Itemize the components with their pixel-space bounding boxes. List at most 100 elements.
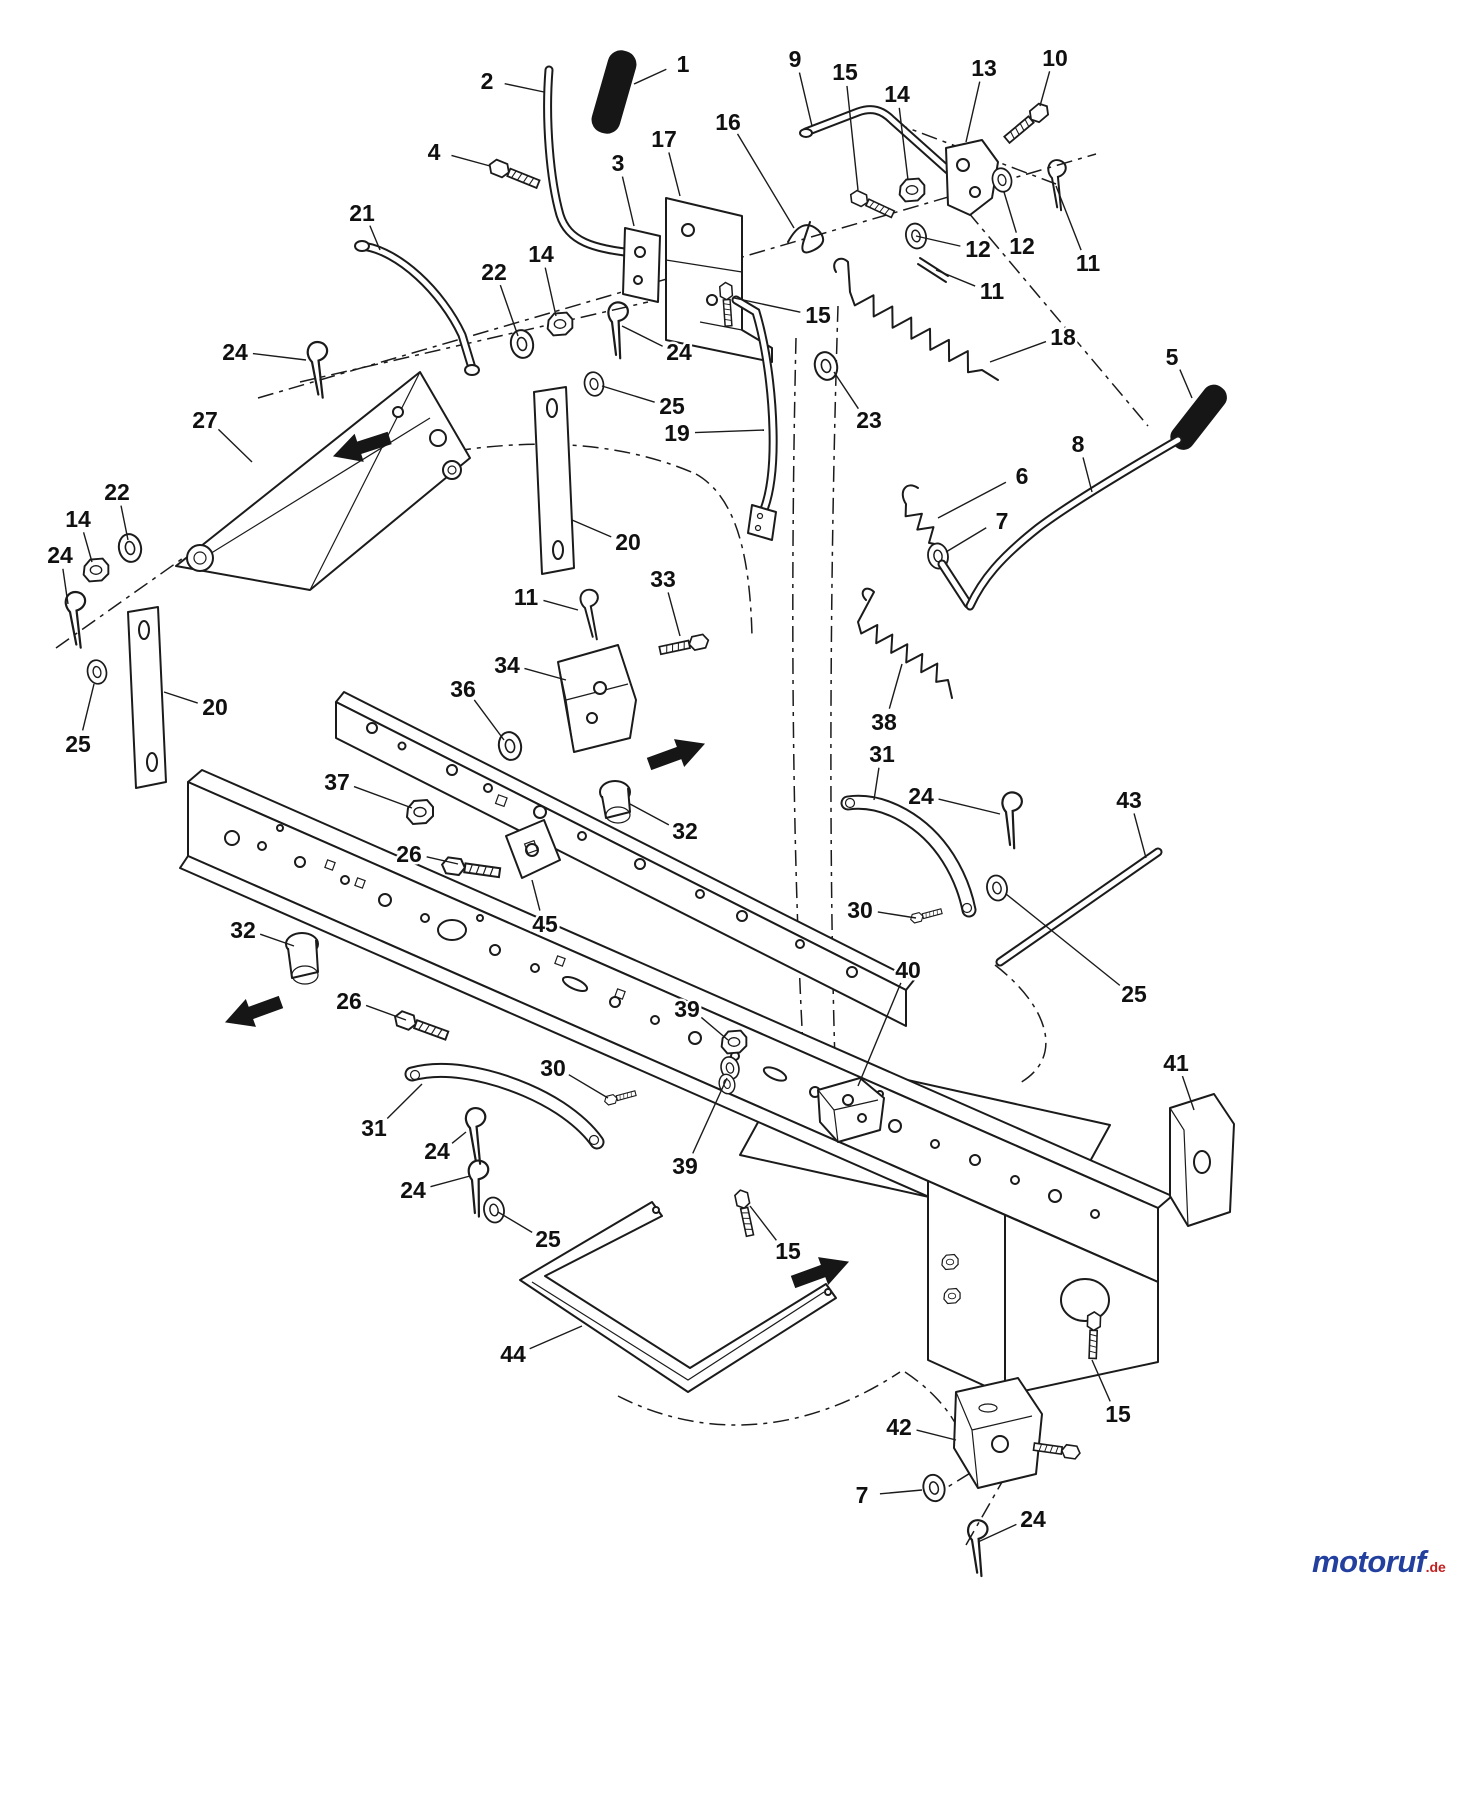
hanger-strap-20b: [127, 606, 167, 789]
direction-arrows: [225, 431, 849, 1289]
callout-leader: [386, 1083, 423, 1120]
part-callout: 24: [424, 1138, 450, 1164]
part-callout: 24: [666, 339, 692, 365]
part-callout: 44: [500, 1341, 526, 1367]
callout-leader: [544, 267, 557, 317]
part-callout: 9: [789, 46, 802, 72]
part-callout: 24: [222, 339, 248, 365]
callout-leader: [668, 152, 681, 197]
part-callout: 26: [336, 988, 362, 1014]
callout-leader: [163, 691, 198, 704]
part-callout: 24: [47, 542, 73, 568]
bolt-26-lower: [391, 1008, 451, 1044]
callout-leader: [692, 1077, 728, 1154]
part-callout: 27: [192, 407, 218, 433]
callout-leader: [629, 803, 670, 826]
part-callout: 11: [514, 584, 539, 610]
callout-leader: [217, 428, 253, 463]
callout-leader: [1091, 1359, 1111, 1402]
callout-leader: [473, 699, 505, 741]
part-callout: 24: [400, 1177, 426, 1203]
callout-leader: [451, 1131, 467, 1144]
callout-leader: [1055, 185, 1082, 251]
callout-leader: [524, 667, 567, 681]
callout-leader: [82, 532, 93, 563]
part-callout: 2: [481, 68, 494, 94]
callout-leader: [426, 856, 459, 865]
part-callout: 23: [856, 407, 882, 433]
washer-25: [581, 369, 607, 399]
bushing-32-upper: [599, 780, 631, 824]
bushing-32-lower: [285, 932, 319, 985]
bolt-15-centre: [733, 1188, 758, 1238]
part-callout: 36: [450, 676, 476, 702]
callout-leader: [916, 1429, 957, 1441]
part-callout: 31: [361, 1115, 387, 1141]
pin-11b: [917, 257, 949, 283]
nut-37: [406, 799, 434, 825]
lift-handle: [543, 50, 656, 260]
bolt-26-upper: [439, 855, 502, 882]
bolt-15-bracket42: [1032, 1439, 1082, 1461]
part-callout: 24: [908, 783, 934, 809]
part-callout: 21: [349, 200, 375, 226]
callout-leader: [601, 385, 655, 403]
part-callout: 25: [1121, 981, 1147, 1007]
hanger-strap-20a: [533, 386, 575, 575]
callout-leader: [543, 599, 579, 611]
part-callout: 4: [428, 139, 441, 165]
part-callout: 25: [65, 731, 91, 757]
callout-leader: [62, 568, 69, 605]
callout-leader: [846, 85, 859, 191]
nut-14: [546, 311, 574, 337]
callout-leader: [369, 225, 381, 251]
part-callout: 31: [869, 741, 895, 767]
part-callout: 25: [659, 393, 685, 419]
callout-leader: [833, 371, 859, 410]
part-callout: 30: [540, 1055, 566, 1081]
watermark: motoruf.de: [1312, 1544, 1446, 1580]
part-callout: 20: [615, 529, 641, 555]
part-callout: 30: [847, 897, 873, 923]
bolt-15-top: [847, 188, 897, 221]
plate-45: [505, 819, 561, 879]
part-callout: 25: [535, 1226, 561, 1252]
part-callout: 8: [1072, 431, 1085, 457]
rod-19: [731, 295, 778, 541]
washer-22-left: [115, 531, 145, 565]
cotter-pin-11c: [572, 587, 607, 641]
bracket-42: [953, 1377, 1043, 1489]
spring-rod: [937, 559, 973, 609]
part-callout: 32: [230, 917, 256, 943]
part-callout: 5: [1166, 344, 1179, 370]
part-callout: 20: [202, 694, 228, 720]
callout-leader: [499, 284, 519, 337]
part-callout: 34: [494, 652, 520, 678]
nut-14-left: [82, 557, 110, 583]
part-callout: 37: [324, 769, 350, 795]
part-callout: 1: [677, 51, 690, 77]
callout-leader: [252, 352, 307, 361]
bracket-41: [1169, 1093, 1235, 1227]
callout-leader: [1181, 1075, 1195, 1111]
callout-leader: [935, 269, 976, 287]
bracket-17: [622, 197, 773, 363]
callout-leader: [898, 107, 909, 181]
nut-14-top: [898, 177, 926, 203]
spring-38: [857, 587, 953, 699]
frame-rail-rear: [335, 691, 915, 1027]
callout-leader: [798, 72, 813, 127]
part-callout: 13: [971, 55, 997, 81]
watermark-brand: motoruf: [1312, 1544, 1426, 1579]
callout-leader: [1005, 893, 1121, 986]
bolt-head: [943, 1287, 961, 1305]
part-callout: 32: [672, 818, 698, 844]
part-callout: 14: [528, 241, 554, 267]
part-callout: 11: [1076, 250, 1101, 276]
part-callout: 19: [664, 420, 690, 446]
watermark-suffix: .de: [1425, 1559, 1446, 1575]
bracket-34: [557, 644, 637, 753]
callout-leader: [365, 1004, 407, 1021]
